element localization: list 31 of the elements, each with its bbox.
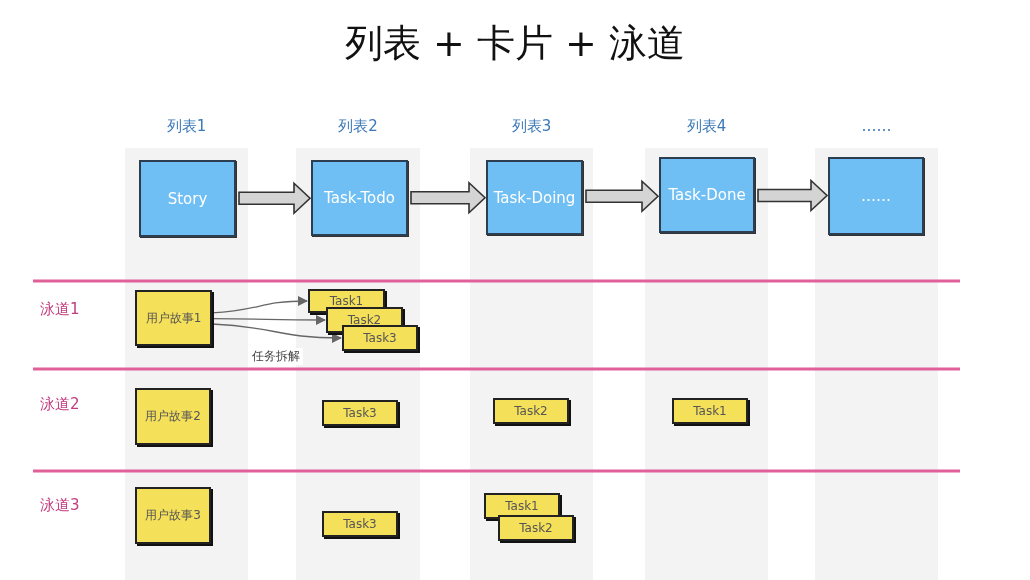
column-heading: 列表3 [510, 117, 553, 136]
lane-label: 泳道1 [40, 300, 80, 319]
task-card: 用户故事2 [135, 388, 211, 445]
edge-label: 任务拆解 [249, 348, 303, 365]
lane-label: 泳道2 [40, 395, 80, 414]
list-card: Story [139, 160, 236, 237]
chevron-arrow [585, 179, 660, 214]
chevron-arrow [238, 181, 312, 216]
task-card: Task1 [672, 398, 748, 424]
task-card: 用户故事1 [135, 290, 212, 346]
arrow [211, 323, 342, 343]
list-card: Task-Done [659, 157, 755, 233]
task-card: Task2 [498, 515, 574, 541]
chevron-arrow [410, 180, 487, 215]
column-heading: 列表2 [337, 117, 379, 136]
task-card: Task2 [493, 398, 569, 424]
column-heading: 列表4 [685, 117, 728, 136]
column-heading: …… [860, 117, 893, 135]
column-heading: 列表1 [165, 117, 208, 136]
arrow [211, 296, 308, 314]
task-card: Task3 [342, 325, 418, 351]
task-card: 用户故事3 [135, 487, 211, 544]
list-card: Task-Todo [311, 160, 408, 236]
task-card: Task3 [322, 400, 398, 426]
chevron-arrow [757, 178, 829, 213]
lane-label: 泳道3 [40, 496, 80, 515]
task-card: Task3 [322, 511, 398, 537]
title: 列表 + 卡片 + 泳道 [344, 20, 686, 67]
arrow [211, 315, 326, 325]
list-card: …… [828, 157, 924, 235]
list-card: Task-Doing [486, 160, 583, 235]
